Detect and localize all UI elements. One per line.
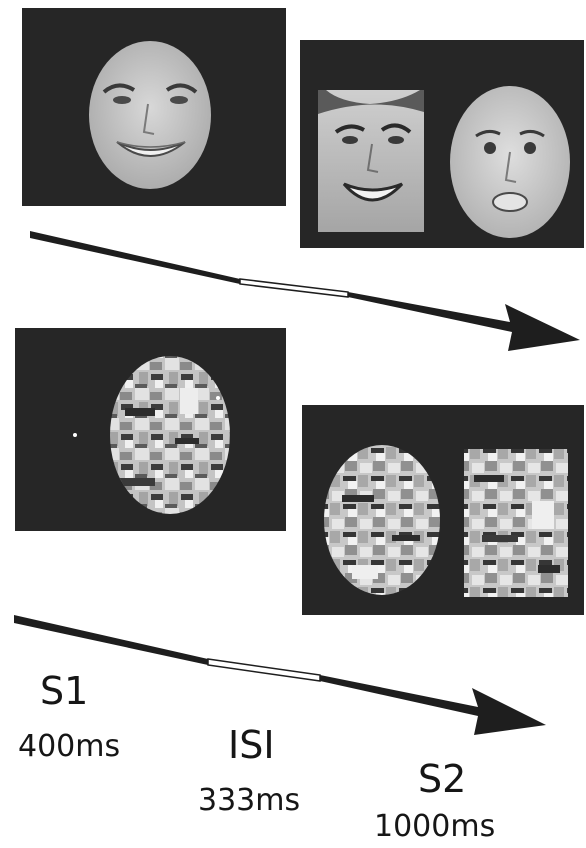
arrow-segment-s1	[30, 231, 240, 284]
arrow-segment-isi-bottom	[208, 659, 320, 681]
scrambled-face-right-image	[464, 449, 568, 597]
arrow-segment-s2-bottom	[320, 675, 546, 735]
s1-label: S1	[40, 672, 88, 710]
fearful-face-image	[450, 86, 570, 238]
arrow-segment-s1-bottom	[14, 615, 208, 665]
s1-duration: 400ms	[18, 732, 120, 762]
arrow-segment-isi	[240, 279, 348, 297]
scrambled-face-image	[105, 353, 235, 523]
scrambled-face-left-image	[322, 443, 442, 603]
smiling-face-image	[89, 41, 211, 189]
happy-face-image	[318, 90, 424, 232]
isi-duration: 333ms	[198, 786, 300, 816]
s1-scrambled-panel	[15, 328, 286, 531]
s2-two-scrambled-panel	[302, 405, 584, 615]
isi-label: ISI	[228, 726, 275, 764]
s2-two-faces-panel	[300, 40, 584, 248]
s2-duration: 1000ms	[374, 812, 495, 842]
s2-label: S2	[418, 760, 466, 798]
s1-face-panel	[22, 8, 286, 206]
arrow-segment-s2	[348, 292, 580, 351]
